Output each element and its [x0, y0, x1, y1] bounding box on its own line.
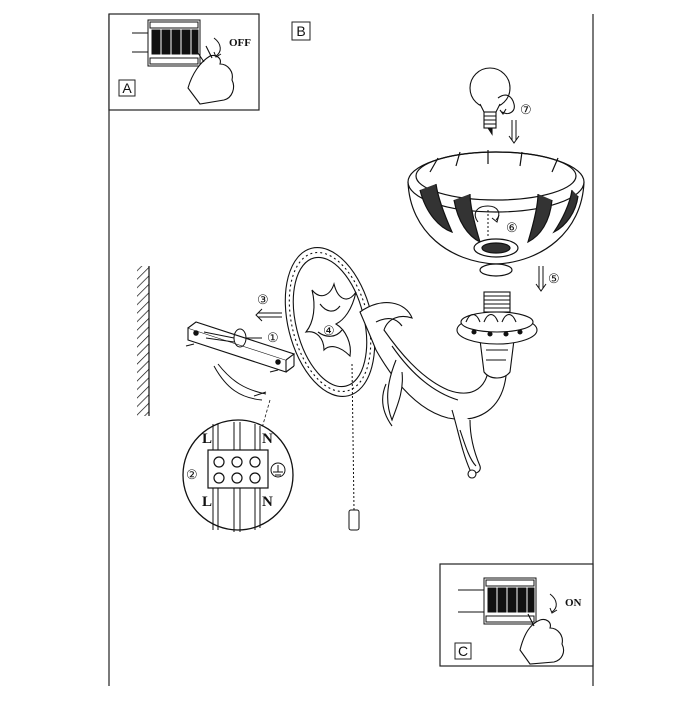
pull-chain	[348, 363, 360, 531]
breaker-icon	[132, 19, 201, 67]
step-6-label: ⑥	[506, 220, 518, 235]
switch-off-label: OFF	[229, 37, 251, 49]
terminal-bottom-right-label: N	[262, 494, 273, 510]
hand-icon	[187, 45, 235, 105]
supply-wires	[213, 363, 267, 401]
wall	[137, 266, 150, 416]
panel-c-label: C	[458, 643, 468, 659]
terminal-detail: L N L N ②	[182, 399, 294, 532]
panel-b: B	[291, 21, 311, 41]
arrow-left-icon	[255, 308, 282, 322]
terminal-top-left-label: L	[202, 431, 212, 447]
terminal-bottom-left-label: L	[202, 494, 212, 510]
panel-b-label: B	[296, 23, 305, 39]
switch-on-label: ON	[565, 597, 582, 609]
hand-icon	[519, 613, 565, 665]
screw-icon	[203, 328, 262, 348]
panel-c: ON C	[439, 563, 594, 667]
arrow-down-icon	[508, 120, 520, 144]
lamp-holder-column	[456, 291, 538, 379]
rotate-arrow-icon	[474, 205, 500, 236]
step-5-label: ⑤	[548, 271, 560, 286]
arrow-down-icon	[535, 266, 547, 292]
breaker-icon	[458, 577, 537, 625]
terminal-top-right-label: N	[262, 431, 273, 447]
switch-arrow-icon	[549, 593, 558, 614]
step-7-label: ⑦	[520, 102, 532, 117]
panel-a-label: A	[122, 80, 132, 96]
step-2-label: ②	[186, 467, 198, 482]
light-bulb-icon	[469, 67, 515, 136]
panel-a: OFF A	[108, 13, 260, 111]
step-4-label: ④	[323, 323, 335, 338]
ground-icon	[270, 462, 286, 478]
terminal-block-icon	[207, 449, 269, 489]
step-1-label: ①	[267, 330, 279, 345]
glass-shade	[407, 150, 585, 277]
lamp-arm	[359, 302, 507, 479]
ornate-backplate	[284, 247, 376, 397]
step-3-label: ③	[257, 292, 269, 307]
switch-arrow-icon	[213, 37, 222, 58]
